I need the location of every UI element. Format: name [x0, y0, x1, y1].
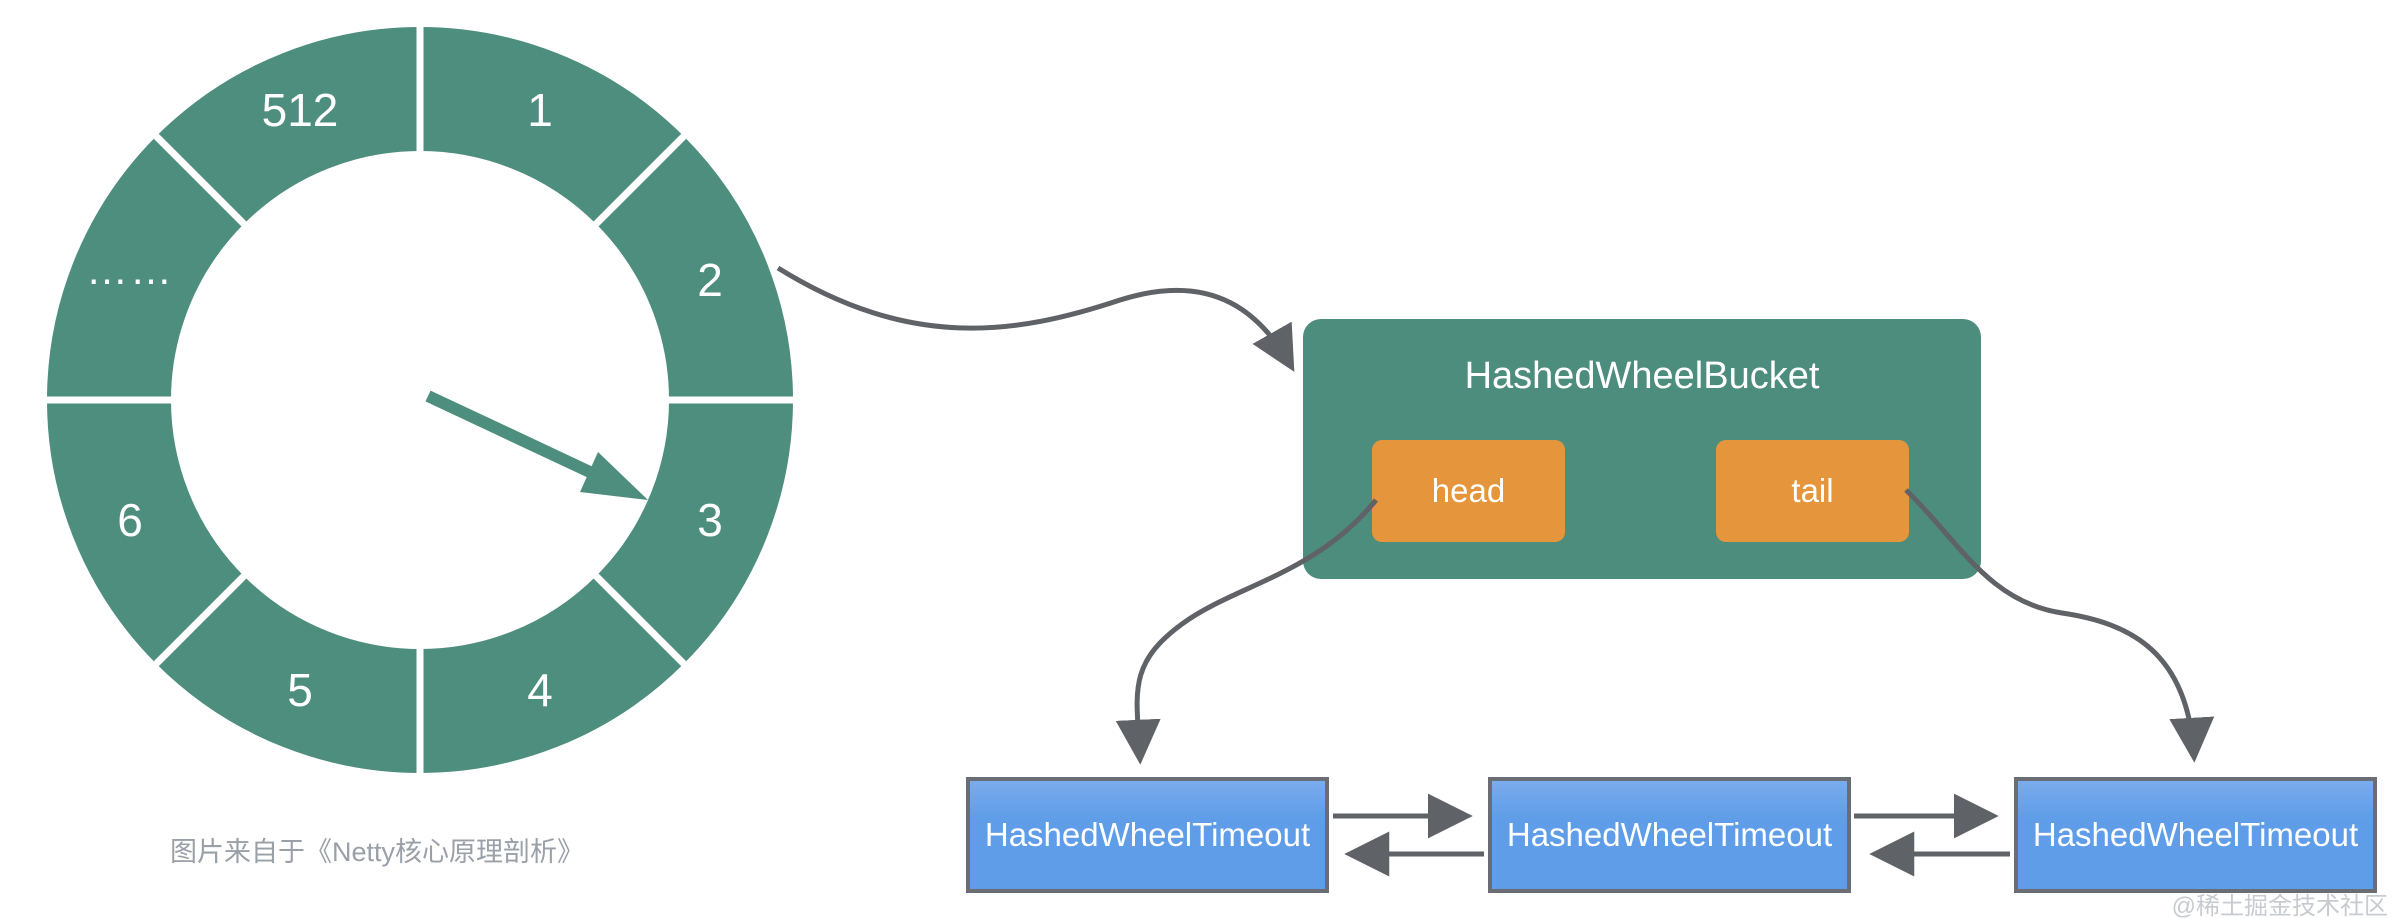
- timeout-node-2: HashedWheelTimeout: [1488, 777, 1851, 893]
- divider-135: [590, 570, 690, 670]
- wheel-segment-label-ellipsis: ……: [86, 246, 174, 293]
- linked-list-arrows: [1333, 793, 2010, 877]
- connector-tail-to-last-timeout: [1904, 488, 2215, 763]
- wheel-segment-label-3: 3: [697, 494, 723, 546]
- head-node: head: [1372, 440, 1565, 542]
- timeout-node-2-label: HashedWheelTimeout: [1506, 816, 1833, 853]
- timeout-node-3-label: HashedWheelTimeout: [2032, 816, 2359, 853]
- divider-45: [590, 130, 690, 230]
- connector-head-to-first-timeout: [1115, 498, 1378, 765]
- wheel-segment-label-6: 6: [117, 494, 143, 546]
- bucket-title: HashedWheelBucket: [1464, 355, 1820, 397]
- juejin-watermark: @稀土掘金技术社区: [2171, 893, 2388, 918]
- tail-label: tail: [1791, 472, 1834, 509]
- tail-node: tail: [1716, 440, 1909, 542]
- connector-wheel-to-bucket: [776, 265, 1295, 372]
- image-source-caption: 图片来自于《Netty核心原理剖析》: [170, 837, 585, 867]
- head-label: head: [1431, 472, 1506, 509]
- hashed-wheel-bucket-box: HashedWheelBucket head tail: [1303, 319, 1981, 579]
- timeout-node-3: HashedWheelTimeout: [2014, 777, 2377, 893]
- wheel-segment-label-4: 4: [527, 664, 553, 716]
- wheel-segment-label-512: 512: [261, 84, 339, 136]
- divider-315: [150, 130, 250, 230]
- timeout-node-1-label: HashedWheelTimeout: [984, 816, 1311, 853]
- wheel-segment-label-2: 2: [697, 254, 723, 306]
- wheel-segment-dividers: [43, 23, 797, 777]
- wheel-segment-label-5: 5: [287, 664, 313, 716]
- wheel-pointer-icon: [425, 390, 648, 500]
- wheel-segment-label-1: 1: [527, 84, 553, 136]
- timeout-node-1: HashedWheelTimeout: [966, 777, 1329, 893]
- divider-225: [150, 570, 250, 670]
